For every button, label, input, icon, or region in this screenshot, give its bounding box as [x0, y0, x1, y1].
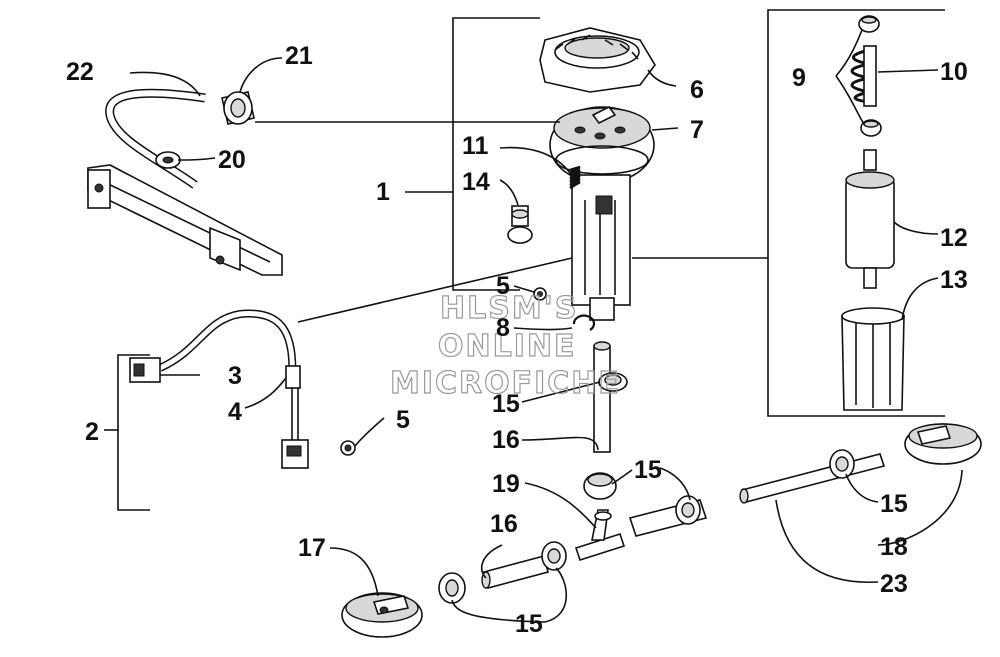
watermark-line3: MICROFICHE: [390, 366, 621, 401]
tube-16-upper: [593, 341, 611, 453]
clamp-15-upper: [598, 372, 628, 392]
clamp-15-right-high: [829, 449, 855, 479]
pump-strainer-13: [841, 307, 905, 411]
callout-3: 3: [228, 362, 242, 390]
clamp-15-bottom-left: [438, 572, 466, 604]
cap-9-top: [858, 15, 880, 33]
bracket-assembly-1: [405, 17, 540, 291]
pump-module-7: [549, 105, 655, 321]
tube-16-lower: [481, 555, 549, 589]
callout-8: 8: [496, 314, 510, 342]
watermark-line1: HLSM'S: [440, 291, 578, 326]
callout-21: 21: [285, 42, 313, 70]
callout-17: 17: [298, 534, 326, 562]
callout-15-tee: 15: [634, 456, 662, 484]
fitting-14: [507, 205, 533, 244]
callout-9: 9: [792, 64, 806, 92]
wire-harness-4: [158, 309, 301, 440]
fuel-pump-12: [845, 149, 895, 289]
harness-reference-line: [297, 257, 573, 323]
callout-15-right: 15: [880, 490, 908, 518]
pickup-18: [904, 423, 982, 465]
leader-lines: [129, 29, 963, 623]
callout-14: 14: [462, 168, 490, 196]
callout-22: 22: [66, 58, 94, 86]
connector-3: [129, 357, 161, 383]
coil-hose-10: [850, 45, 877, 107]
callout-18: 18: [880, 533, 908, 561]
callout-4: 4: [228, 398, 242, 426]
callout-13: 13: [940, 266, 968, 294]
bracket-assembly-2: [104, 354, 150, 511]
pickup-17: [341, 592, 423, 638]
watermark: HLSM'S ONLINE MICROFICHE: [389, 290, 621, 401]
tee-fitting-19: [574, 509, 626, 562]
callout-2: 2: [85, 418, 99, 446]
callout-5-center: 5: [496, 272, 510, 300]
clamp-15-right-low: [675, 495, 701, 525]
nut-5-left: [340, 440, 356, 456]
lock-ring-6: [539, 27, 656, 93]
callout-20: 20: [218, 146, 246, 174]
callout-6: 6: [690, 76, 704, 104]
watermark-line2: ONLINE: [438, 329, 577, 364]
callout-15-bottom: 15: [515, 610, 543, 638]
clamp-15-bottom-mid: [541, 541, 567, 571]
callout-labels: 1 2 3 4 5 5 6 7 8 9 10 11 12 13 14 15 15…: [66, 42, 968, 638]
clip-8: [572, 314, 596, 331]
callout-16-lower: 16: [490, 510, 518, 538]
callout-19: 19: [492, 470, 520, 498]
callout-11: 11: [462, 132, 489, 160]
callout-12: 12: [940, 224, 968, 252]
callout-16-upper: 16: [492, 426, 520, 454]
callout-15-upper: 15: [492, 390, 520, 418]
callout-10: 10: [940, 58, 968, 86]
callout-23: 23: [880, 570, 908, 598]
cap-9-bottom: [860, 119, 882, 137]
nut-5-center: [533, 287, 547, 301]
callout-5-left: 5: [396, 406, 410, 434]
bracket-pump-detail: [632, 9, 945, 417]
callout-7: 7: [690, 116, 704, 144]
clamp-15-lower-center: [583, 472, 617, 500]
callout-1: 1: [376, 178, 390, 206]
fuel-rail-bracket: [87, 164, 283, 276]
hose-clamp-20: [155, 151, 181, 169]
grommet-21: [221, 91, 255, 125]
harness-connector-bottom: [281, 439, 309, 469]
